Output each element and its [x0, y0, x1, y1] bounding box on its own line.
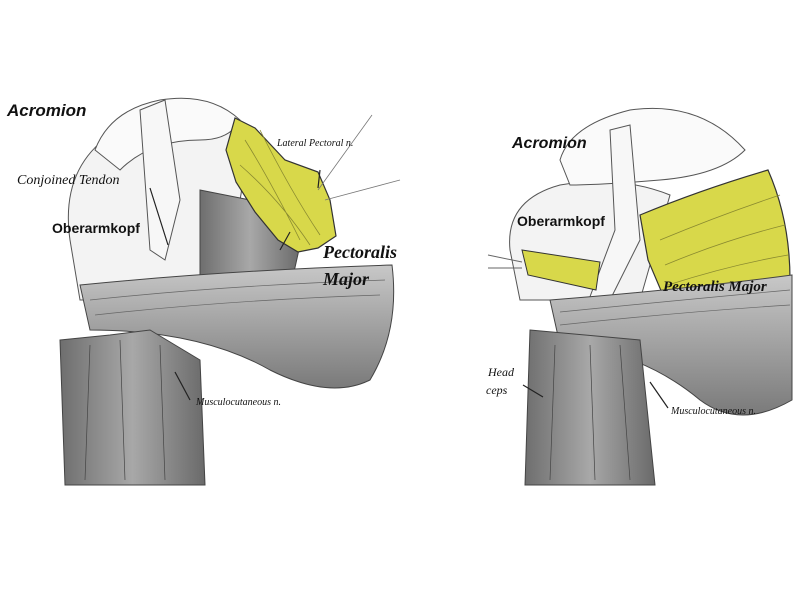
right-biceps: [524, 329, 656, 486]
left-acromion-label: Acromion: [7, 101, 87, 120]
right-pectoralis-label: Pectoralis Major: [663, 279, 767, 295]
right-biceps-label: ceps: [486, 383, 508, 397]
left-biceps: [59, 329, 206, 486]
right-head-label: Head: [488, 365, 514, 379]
left-musculocutaneous-label: Musculocutaneous n.: [196, 397, 281, 408]
left-lateral-pectoral-label: Lateral Pectoral n.: [277, 138, 354, 149]
left-pectoralis-major: [79, 264, 395, 389]
right-tendon-highlight: [521, 249, 601, 291]
left-coracoid: [139, 99, 181, 261]
right-acromion-label: Acromion: [512, 135, 587, 152]
right-musculocutaneous-label: Musculocutaneous n.: [671, 406, 756, 417]
left-figure: [59, 97, 401, 486]
left-pectoralis-minor-highlight: [225, 117, 337, 253]
right-figure: [487, 107, 793, 486]
left-oberarmkopf-label: Oberarmkopf: [52, 220, 140, 236]
left-conjoined-tendon-label: Conjoined Tendon: [17, 173, 120, 188]
right-oberarmkopf-label: Oberarmkopf: [517, 213, 605, 229]
left-pectoralis-label-1: Pectoralis: [323, 242, 397, 262]
right-acromion-bone: [559, 107, 746, 186]
left-pectoralis-label-2: Major: [323, 269, 370, 289]
